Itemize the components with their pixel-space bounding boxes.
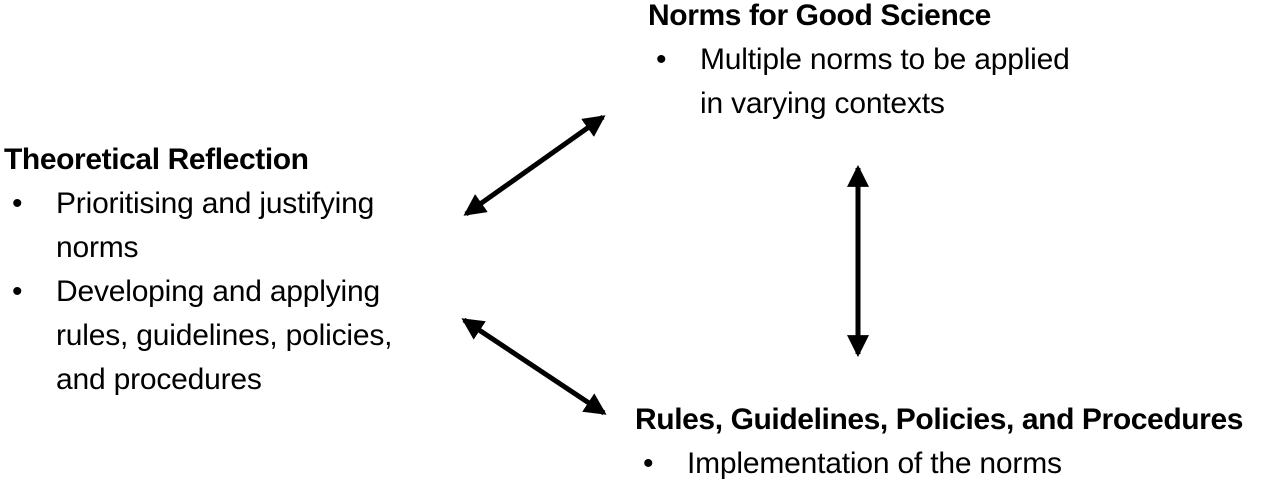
node-norms-for-good-science: Norms for Good Science • Multiple norms … xyxy=(648,0,1090,126)
bullet-item: • Implementation of the norms xyxy=(635,442,1287,486)
bullet-item: • Multiple norms to be applied in varyin… xyxy=(648,38,1090,126)
arrow-theory-rules-icon xyxy=(461,317,607,416)
node-rules-guidelines-policies-procedures: Rules, Guidelines, Policies, and Procedu… xyxy=(635,398,1287,486)
bullet-item: • Developing and applying rules, guideli… xyxy=(4,270,438,402)
node-title: Norms for Good Science xyxy=(648,0,991,32)
bullet-text: Multiple norms to be applied in varying … xyxy=(700,43,1070,120)
bullet-icon: • xyxy=(643,447,654,480)
node-title: Rules, Guidelines, Policies, and Procedu… xyxy=(635,403,1244,436)
node-title: Theoretical Reflection xyxy=(4,143,309,176)
bullet-list: • Prioritising and justifying norms • De… xyxy=(4,182,438,402)
bullet-list: • Multiple norms to be applied in varyin… xyxy=(648,38,1090,126)
bullet-text: Implementation of the norms xyxy=(687,447,1062,480)
bullet-icon: • xyxy=(12,187,23,220)
node-theoretical-reflection: Theoretical Reflection • Prioritising an… xyxy=(4,138,438,402)
bullet-item: • Prioritising and justifying norms xyxy=(4,182,438,270)
bullet-text: Prioritising and justifying norms xyxy=(56,187,375,264)
bullet-icon: • xyxy=(656,43,667,76)
bullet-icon: • xyxy=(12,275,23,308)
bullet-text: Developing and applying rules, guideline… xyxy=(56,275,393,396)
bullet-list: • Implementation of the norms xyxy=(635,442,1287,486)
arrow-theory-norms-icon xyxy=(463,114,606,217)
